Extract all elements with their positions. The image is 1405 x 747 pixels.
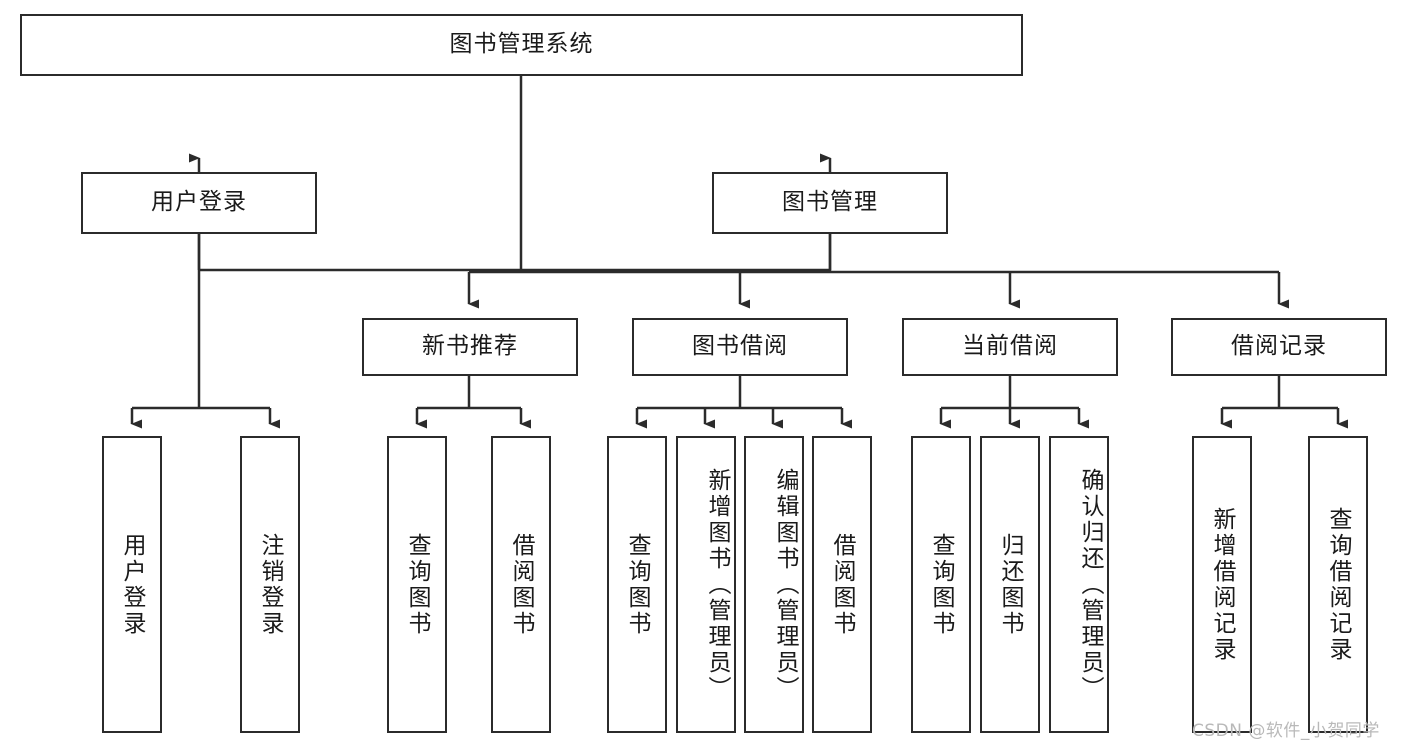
node-leaf-query-book-2[interactable]: 查询图书 [607,436,667,733]
node-leaf-query-record-label: 查询借阅记录 [1325,506,1351,663]
node-leaf-add-record-label: 新增借阅记录 [1209,506,1235,663]
node-leaf-user-login-label: 用户登录 [119,532,145,637]
node-leaf-borrow-book-1-label: 借阅图书 [508,532,534,637]
node-book-borrow[interactable]: 图书借阅 [632,318,848,376]
node-book-manage[interactable]: 图书管理 [712,172,948,234]
node-leaf-query-book-1-label: 查询图书 [404,532,430,637]
node-leaf-logout-login[interactable]: 注销登录 [240,436,300,733]
node-current-borrow[interactable]: 当前借阅 [902,318,1118,376]
node-leaf-add-book-label: 新增图书（管理员） [704,467,730,702]
node-root[interactable]: 图书管理系统 [20,14,1023,76]
node-leaf-query-record[interactable]: 查询借阅记录 [1308,436,1368,733]
node-leaf-confirm-return-label: 确认归还（管理员） [1077,467,1103,702]
node-leaf-borrow-book-2-label: 借阅图书 [829,532,855,637]
node-leaf-return-book-label: 归还图书 [997,532,1023,637]
node-leaf-borrow-book-1[interactable]: 借阅图书 [491,436,551,733]
node-leaf-confirm-return[interactable]: 确认归还（管理员） [1049,436,1109,733]
node-leaf-return-book[interactable]: 归还图书 [980,436,1040,733]
node-leaf-borrow-book-2[interactable]: 借阅图书 [812,436,872,733]
node-user-login[interactable]: 用户登录 [81,172,317,234]
node-borrow-record[interactable]: 借阅记录 [1171,318,1387,376]
node-new-book-recommend[interactable]: 新书推荐 [362,318,578,376]
node-book-manage-label: 图书管理 [782,189,878,216]
node-leaf-query-book-3[interactable]: 查询图书 [911,436,971,733]
node-current-borrow-label: 当前借阅 [962,333,1058,360]
node-leaf-edit-book[interactable]: 编辑图书（管理员） [744,436,804,733]
node-leaf-user-login[interactable]: 用户登录 [102,436,162,733]
node-leaf-edit-book-label: 编辑图书（管理员） [772,467,798,702]
node-leaf-query-book-1[interactable]: 查询图书 [387,436,447,733]
node-book-borrow-label: 图书借阅 [692,333,788,360]
node-user-login-label: 用户登录 [151,189,247,216]
node-borrow-record-label: 借阅记录 [1231,333,1327,360]
csdn-watermark: CSDN @软件_小贺同学 [1192,721,1380,741]
node-leaf-query-book-2-label: 查询图书 [624,532,650,637]
node-new-book-recommend-label: 新书推荐 [422,333,518,360]
node-leaf-add-record[interactable]: 新增借阅记录 [1192,436,1252,733]
node-leaf-add-book[interactable]: 新增图书（管理员） [676,436,736,733]
node-root-label: 图书管理系统 [449,31,594,58]
node-leaf-logout-login-label: 注销登录 [257,532,283,637]
node-leaf-query-book-3-label: 查询图书 [928,532,954,637]
